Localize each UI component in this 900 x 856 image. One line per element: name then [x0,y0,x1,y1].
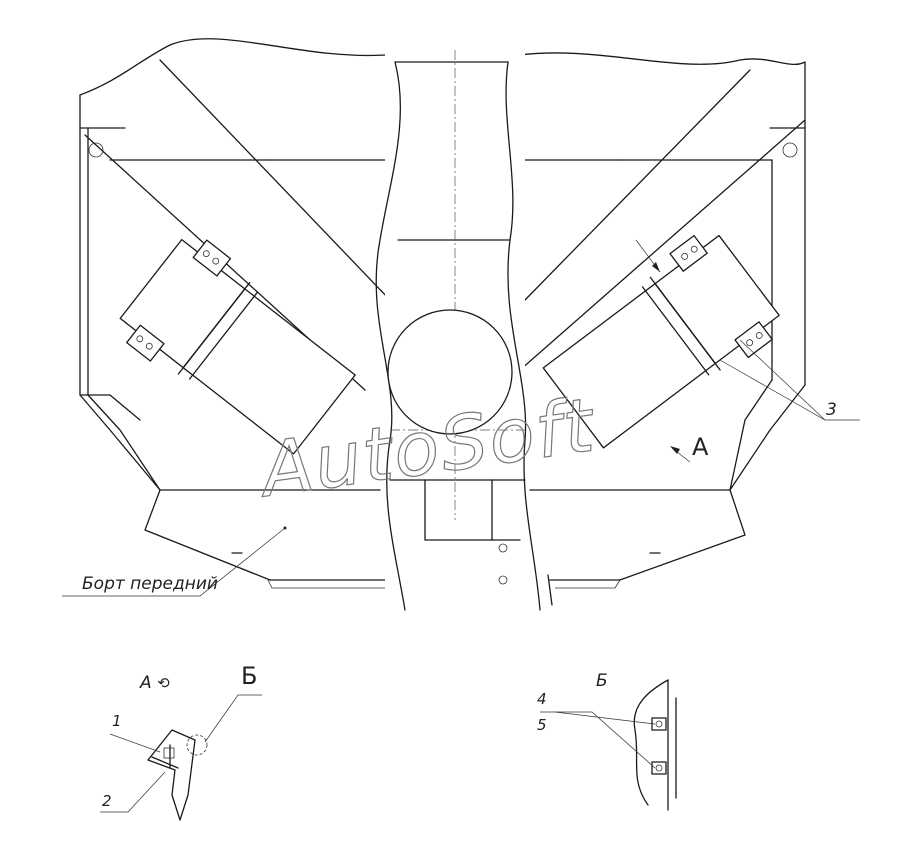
item-2-label: 2 [102,792,112,810]
item-5-label: 5 [537,716,547,734]
detail-b-mark: Б [241,662,257,690]
view-a-detail: А ⟲ Б 1 2 [100,662,262,821]
view-b-detail: Б 4 5 [537,671,677,811]
central-hole [387,309,513,435]
left-bracket-unit [119,238,356,455]
view-a-arrow-label: А [692,433,709,461]
view-a-arrow: А [670,433,709,463]
item-4-label: 4 [537,690,547,708]
dimension-arrow [635,239,661,273]
item-1-label: 1 [112,712,122,730]
view-a-title: А [139,673,152,693]
front-board-leader: Борт передний [62,526,287,597]
item-3-label: 3 [826,400,837,420]
rotation-symbol: ⟲ [157,674,171,692]
right-bracket-unit [542,234,780,449]
view-b-title: Б [596,671,608,691]
front-board-label: Борт передний [82,574,218,594]
item-3-leader: 3 [719,339,860,421]
